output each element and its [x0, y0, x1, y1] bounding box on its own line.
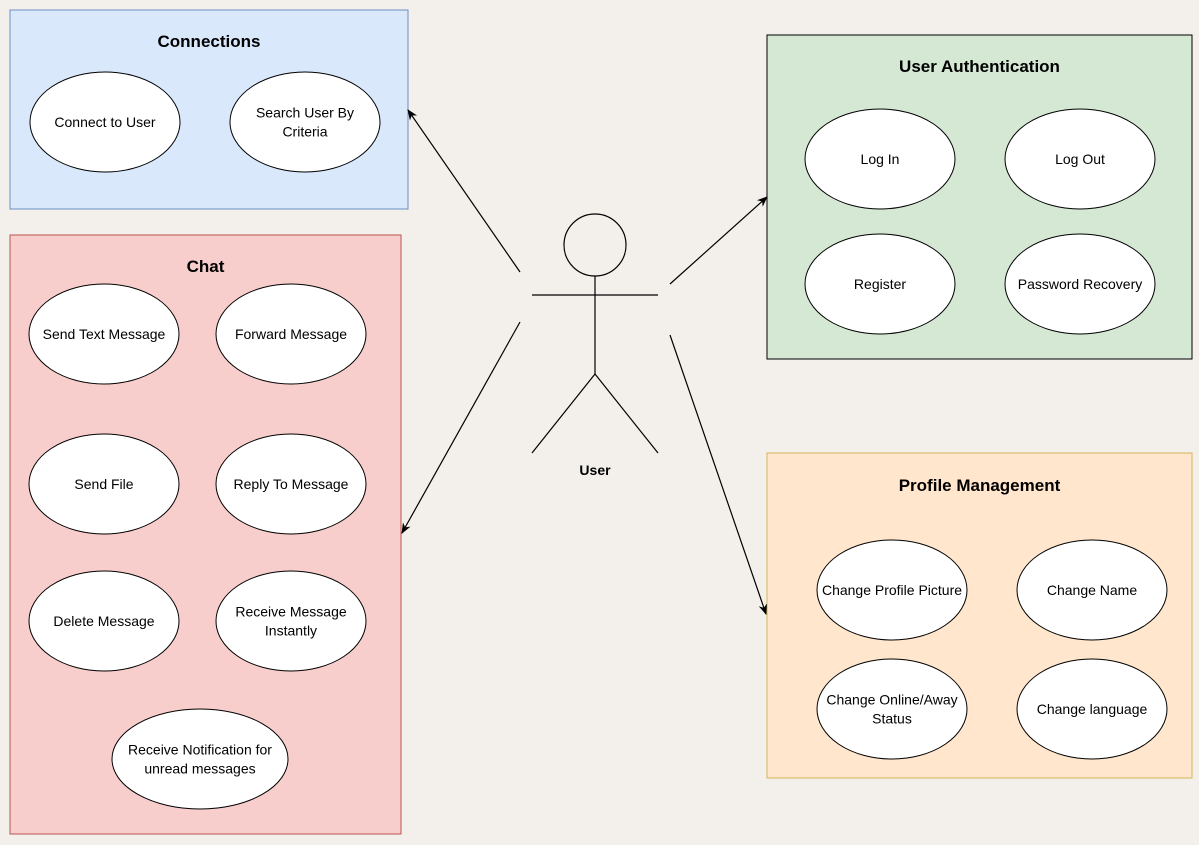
use-case-ellipse[interactable]: [215, 433, 367, 535]
use-case-label: Change Name: [1047, 582, 1137, 598]
association-arrow-connections: [407, 109, 521, 273]
use-case-label: Instantly: [265, 623, 317, 639]
use-case-ellipse[interactable]: [1004, 233, 1156, 335]
association-arrow-auth: [669, 196, 768, 285]
use-case-ellipse[interactable]: [816, 539, 968, 641]
use-case-connect-to-user[interactable]: Connect to User: [29, 71, 181, 173]
use-case-label: Forward Message: [235, 326, 347, 342]
association-arrow-chat: [401, 321, 521, 534]
use-case-change-profile-picture[interactable]: Change Profile Picture: [816, 539, 968, 641]
use-case-ellipse[interactable]: [1016, 658, 1168, 760]
actor-left-leg: [531, 373, 596, 454]
use-case-label: Register: [854, 276, 906, 292]
profile-title: Profile Management: [899, 476, 1061, 495]
use-case-send-text-message[interactable]: Send Text Message: [28, 283, 180, 385]
use-case-ellipse[interactable]: [215, 570, 367, 672]
actor-right-leg: [594, 373, 659, 454]
use-case-forward-message[interactable]: Forward Message: [215, 283, 367, 385]
use-case-search-user-by-criteria[interactable]: Search User By Criteria: [229, 71, 381, 173]
use-case-label: Change Profile Picture: [822, 582, 962, 598]
use-case-reply-to-message[interactable]: Reply To Message: [215, 433, 367, 535]
use-case-label: unread messages: [144, 761, 255, 777]
use-case-label: Connect to User: [54, 114, 155, 130]
use-case-label: Receive Notification for: [128, 742, 272, 758]
use-case-send-file[interactable]: Send File: [28, 433, 180, 535]
use-case-ellipse[interactable]: [29, 71, 181, 173]
use-case-label: Reply To Message: [234, 476, 349, 492]
use-case-ellipse[interactable]: [28, 283, 180, 385]
use-case-label: Receive Message: [235, 604, 346, 620]
use-case-label: Status: [872, 711, 912, 727]
use-case-label: Change Online/Away: [826, 692, 957, 708]
use-case-ellipse[interactable]: [28, 433, 180, 535]
use-case-change-name[interactable]: Change Name: [1016, 539, 1168, 641]
user-actor[interactable]: User: [531, 213, 659, 478]
use-case-ellipse[interactable]: [111, 708, 289, 810]
use-case-delete-message[interactable]: Delete Message: [28, 570, 180, 672]
use-case-ellipse[interactable]: [816, 658, 968, 760]
use-case-label: Criteria: [282, 124, 327, 140]
use-case-ellipse[interactable]: [28, 570, 180, 672]
use-case-label: Delete Message: [53, 613, 154, 629]
use-case-register[interactable]: Register: [804, 233, 956, 335]
use-case-ellipse[interactable]: [804, 108, 956, 210]
use-case-label: Send File: [74, 476, 133, 492]
use-case-label: Password Recovery: [1018, 276, 1143, 292]
chat-title: Chat: [187, 257, 225, 276]
use-case-label: Search User By: [256, 105, 354, 121]
use-case-ellipse[interactable]: [1016, 539, 1168, 641]
use-case-ellipse[interactable]: [229, 71, 381, 173]
use-case-receive-notification-for-unread-messages[interactable]: Receive Notification for unread messages: [111, 708, 289, 810]
use-case-label: Change language: [1037, 701, 1148, 717]
actor-head: [563, 213, 627, 277]
use-case-ellipse[interactable]: [215, 283, 367, 385]
use-case-password-recovery[interactable]: Password Recovery: [1004, 233, 1156, 335]
use-case-label: Send Text Message: [43, 326, 166, 342]
use-case-change-language[interactable]: Change language: [1016, 658, 1168, 760]
use-case-label: Log Out: [1055, 151, 1105, 167]
actor-label: User: [579, 462, 611, 478]
association-arrow-profile: [669, 334, 767, 616]
connections-title: Connections: [158, 32, 261, 51]
use-case-log-in[interactable]: Log In: [804, 108, 956, 210]
use-case-ellipse[interactable]: [804, 233, 956, 335]
use-case-log-out[interactable]: Log Out: [1004, 108, 1156, 210]
use-case-label: Log In: [861, 151, 900, 167]
use-case-ellipse[interactable]: [1004, 108, 1156, 210]
auth-title: User Authentication: [899, 57, 1060, 76]
